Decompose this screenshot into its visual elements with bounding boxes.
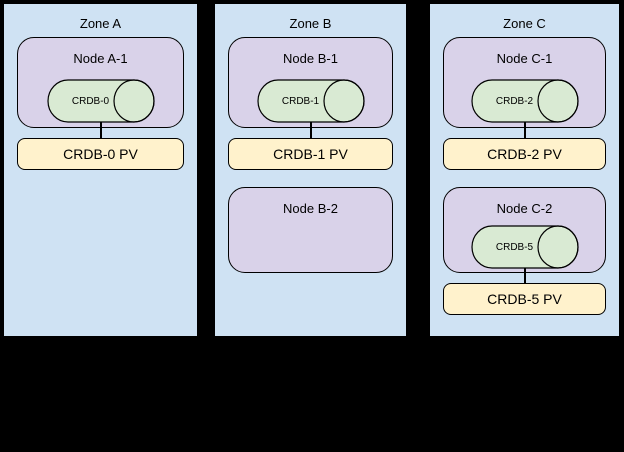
crdb-5-cylinder: CRDB-5 bbox=[470, 225, 579, 269]
database-cylinder-icon bbox=[470, 225, 579, 269]
database-cylinder-icon bbox=[470, 79, 579, 123]
crdb-0-pv-box: CRDB-0 PV bbox=[17, 138, 184, 170]
database-cylinder-icon bbox=[256, 79, 365, 123]
crdb-0-cylinder: CRDB-0 bbox=[46, 79, 155, 123]
crdb-1-cylinder: CRDB-1 bbox=[256, 79, 365, 123]
zone-b-node-group-1: Node B-1 CRDB-1 CRDB-1 PV bbox=[228, 37, 393, 170]
zone-b-node-group-2: Node B-2 bbox=[228, 187, 393, 273]
node-b2-title: Node B-2 bbox=[283, 201, 338, 216]
crdb-1-pv-label: CRDB-1 PV bbox=[273, 146, 348, 162]
crdb-5-pv-box: CRDB-5 PV bbox=[443, 283, 606, 315]
connector-crdb5-pv bbox=[523, 268, 526, 283]
zone-a: Zone A Node A-1 CRDB-0 CRDB-0 PV bbox=[2, 2, 199, 338]
crdb-2-cylinder: CRDB-2 bbox=[470, 79, 579, 123]
zone-c-node-group-1: Node C-1 CRDB-2 CRDB-2 PV bbox=[443, 37, 606, 170]
node-c2-box: Node C-2 CRDB-5 bbox=[443, 187, 606, 273]
crdb-2-pv-label: CRDB-2 PV bbox=[487, 146, 562, 162]
zone-a-title: Zone A bbox=[79, 16, 122, 31]
zone-a-node-group-1: Node A-1 CRDB-0 CRDB-0 PV bbox=[17, 37, 184, 170]
node-c2-title: Node C-2 bbox=[496, 201, 553, 216]
connector-crdb2-pv bbox=[523, 122, 526, 138]
crdb-5-label: CRDB-5 bbox=[495, 241, 534, 253]
node-c1-box: Node C-1 CRDB-2 bbox=[443, 37, 606, 128]
crdb-1-label: CRDB-1 bbox=[281, 95, 320, 107]
node-a1-title: Node A-1 bbox=[73, 51, 128, 66]
node-b1-title: Node B-1 bbox=[283, 51, 338, 66]
crdb-2-pv-box: CRDB-2 PV bbox=[443, 138, 606, 170]
node-b1-box: Node B-1 CRDB-1 bbox=[228, 37, 393, 128]
zone-b-title: Zone B bbox=[289, 16, 332, 31]
node-c1-title: Node C-1 bbox=[496, 51, 553, 66]
node-a1-box: Node A-1 CRDB-0 bbox=[17, 37, 184, 128]
database-cylinder-icon bbox=[46, 79, 155, 123]
zone-b: Zone B Node B-1 CRDB-1 CRDB-1 PV Node B-… bbox=[213, 2, 408, 338]
connector-crdb1-pv bbox=[309, 122, 312, 138]
node-b2-box: Node B-2 bbox=[228, 187, 393, 273]
crdb-5-pv-label: CRDB-5 PV bbox=[487, 291, 562, 307]
zone-c-title: Zone C bbox=[503, 16, 546, 31]
crdb-1-pv-box: CRDB-1 PV bbox=[228, 138, 393, 170]
crdb-2-label: CRDB-2 bbox=[495, 95, 534, 107]
crdb-0-label: CRDB-0 bbox=[71, 95, 110, 107]
zone-c-node-group-2: Node C-2 CRDB-5 CRDB-5 PV bbox=[443, 187, 606, 315]
connector-crdb0-pv bbox=[99, 122, 102, 138]
zone-c: Zone C Node C-1 CRDB-2 CRDB-2 PV Node C-… bbox=[428, 2, 621, 338]
crdb-0-pv-label: CRDB-0 PV bbox=[63, 146, 138, 162]
